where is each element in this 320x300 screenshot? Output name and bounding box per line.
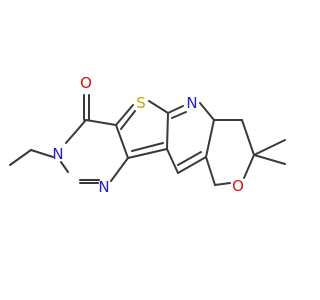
bond <box>120 110 136 130</box>
bond <box>241 119 255 156</box>
atom-S-thiophene: S <box>136 94 146 112</box>
bond <box>131 142 164 152</box>
atom-N-pyrimidine: N <box>98 178 109 196</box>
bond-lines <box>9 94 286 186</box>
bond <box>60 161 69 173</box>
bond <box>243 154 255 179</box>
bond <box>85 119 117 126</box>
bond <box>167 105 184 114</box>
bond <box>166 148 179 174</box>
bond <box>148 100 169 114</box>
molecule-structure: O S N N N O <box>9 74 286 196</box>
atom-O-carbonyl: O <box>80 74 92 92</box>
bond <box>199 102 215 121</box>
bond <box>115 104 134 126</box>
bond <box>65 119 87 144</box>
bond <box>110 157 129 182</box>
atom-N-amide: N <box>52 145 63 163</box>
bond <box>9 149 32 166</box>
bond <box>30 149 54 158</box>
bond <box>205 119 215 158</box>
molecule-canvas: O S N N N O <box>9 74 286 196</box>
bond <box>253 154 286 165</box>
bond <box>253 139 286 156</box>
bond <box>177 156 207 174</box>
atom-N-pyridine: N <box>186 94 197 112</box>
atom-labels: O S N N N O <box>52 74 244 196</box>
bond <box>171 111 187 119</box>
bond <box>177 151 202 166</box>
bond <box>115 124 129 159</box>
bond <box>205 156 216 186</box>
bond <box>127 148 168 159</box>
bond <box>214 182 231 186</box>
atom-O-pyran: O <box>232 177 244 195</box>
bond <box>166 112 169 150</box>
